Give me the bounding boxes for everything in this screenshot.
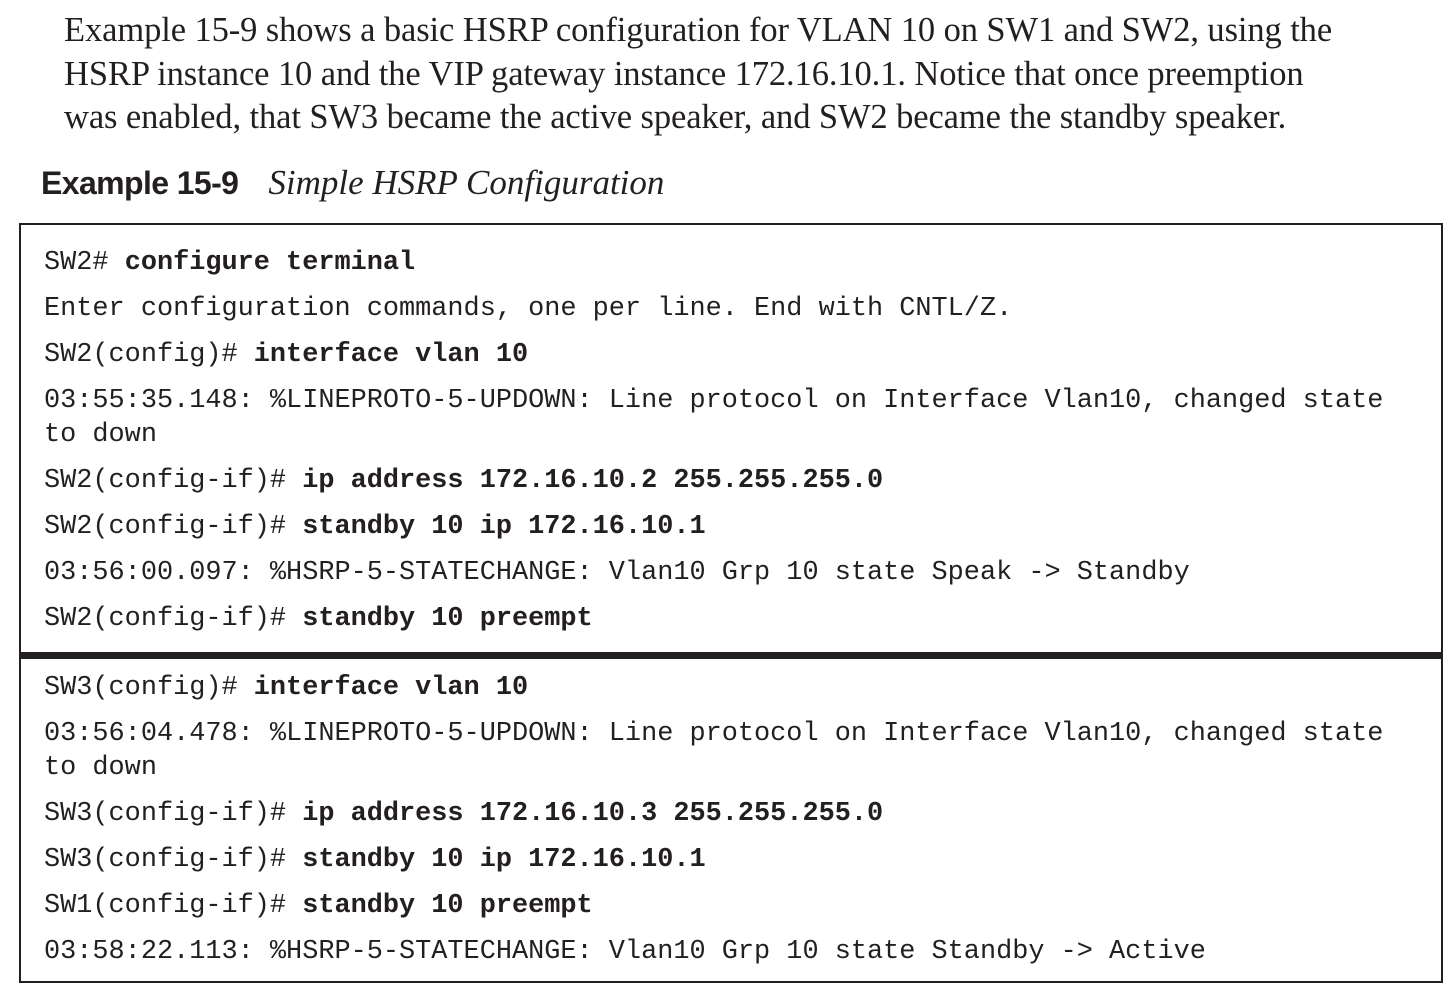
intro-line: was enabled, that SW3 became the active … (64, 98, 1287, 136)
intro-line: HSRP instance 10 and the VIP gateway ins… (64, 54, 1304, 93)
code-line-continuation: to down (44, 753, 157, 783)
code-line: 03:56:04.478: %LINEPROTO-5-UPDOWN: Line … (44, 719, 1384, 749)
section-divider (21, 652, 1441, 659)
code-line: SW1(config-if)# standby 10 preempt (44, 891, 593, 921)
code-line: 03:56:00.097: %HSRP-5-STATECHANGE: Vlan1… (44, 558, 1190, 588)
code-line: SW2# configure terminal (44, 248, 416, 278)
example-caption: Example 15-9 Simple HSRP Configuration (41, 160, 664, 206)
code-line: SW2(config-if)# standby 10 preempt (44, 604, 593, 634)
intro-paragraph: Example 15-9 shows a basic HSRP configur… (64, 9, 1436, 140)
example-title: Simple HSRP Configuration (268, 163, 665, 202)
code-line: 03:55:35.148: %LINEPROTO-5-UPDOWN: Line … (44, 386, 1384, 416)
code-line: SW3(config-if)# ip address 172.16.10.3 2… (44, 799, 884, 829)
code-line: SW2(config-if)# ip address 172.16.10.2 2… (44, 466, 884, 496)
code-line: SW3(config-if)# standby 10 ip 172.16.10.… (44, 845, 706, 875)
code-line-continuation: to down (44, 420, 157, 450)
code-line: SW2(config)# interface vlan 10 (44, 340, 529, 370)
code-listing: SW2# configure terminal Enter configurat… (19, 223, 1443, 983)
intro-line: Example 15-9 shows a basic HSRP configur… (64, 11, 1333, 49)
code-line: SW3(config)# interface vlan 10 (44, 673, 529, 703)
example-label: Example 15-9 (41, 165, 239, 201)
code-line: SW2(config-if)# standby 10 ip 172.16.10.… (44, 512, 706, 542)
code-line: Enter configuration commands, one per li… (44, 294, 1013, 324)
code-line: 03:58:22.113: %HSRP-5-STATECHANGE: Vlan1… (44, 937, 1206, 967)
